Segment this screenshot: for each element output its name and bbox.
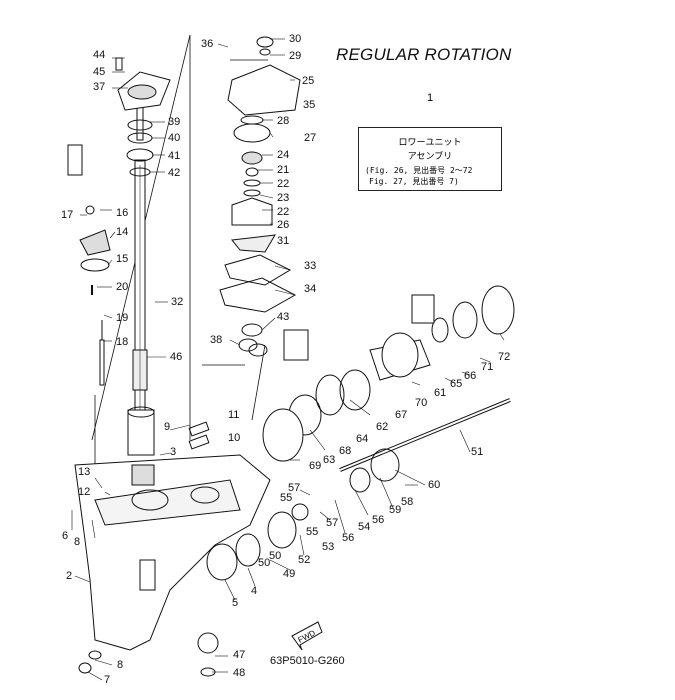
part-number: 35 [303,99,316,111]
water-pump [219,36,309,361]
part-number: 48 [233,667,246,679]
part-number: 18 [116,336,129,348]
shift-rod [67,144,111,386]
part-number: 50 [258,557,271,569]
part-number: 25 [302,75,315,87]
part-number: 22 [277,178,290,190]
part-number: 11 [228,409,240,421]
part-number: 26 [277,219,290,231]
part-number: 34 [304,283,317,295]
part-number: 21 [277,164,290,176]
part-number: 63 [323,454,336,466]
diagram-title: REGULAR ROTATION [336,45,512,64]
callout-box: ロワーユニット アセンブリ (Fig. 26, 見出番号 2～72 Fig. 2… [358,127,502,191]
part-number: 7 [104,674,111,686]
part-number: 20 [116,281,129,293]
part-number: 46 [170,351,183,363]
part-number: 32 [171,296,184,308]
part-number: 45 [93,66,106,78]
part-number: 2 [66,570,73,582]
part-number: 51 [471,446,484,458]
part-number: 39 [168,116,181,128]
part-number: 54 [358,521,371,533]
part-number: 6 [62,530,69,542]
part-number: 31 [277,235,290,247]
part-number: 40 [168,132,181,144]
part-number: 14 [116,226,129,238]
part-number: 15 [116,253,129,265]
part-number: 66 [464,370,477,382]
part-number: 38 [210,334,223,346]
part-number: 24 [277,149,290,161]
propeller-shaft [262,285,515,493]
part-number: 52 [298,554,311,566]
fwd-label: FWD [296,628,317,645]
part-number: 23 [277,192,290,204]
part-number: 67 [395,409,408,421]
part-number: 29 [289,50,302,62]
part-number: 41 [168,150,181,162]
part-number: 56 [342,532,355,544]
part-number: 68 [339,445,352,457]
part-number: 8 [117,659,124,671]
part-number: 69 [309,460,322,472]
part-number: 55 [306,526,319,538]
part-number: 10 [228,432,241,444]
part-number: 47 [233,649,246,661]
callout-line-1: ロワーユニット [398,138,462,148]
part-number: 42 [168,167,181,179]
part-number: 17 [61,209,74,221]
forward-gear [78,503,309,677]
part-number: 12 [78,486,91,498]
part-number: 50 [269,550,282,562]
part-number: 5 [232,597,239,609]
part-number: 49 [283,568,296,580]
part-number: 64 [356,433,369,445]
part-number: 16 [116,207,129,219]
part-number: 65 [450,378,463,390]
part-number: 22 [277,206,290,218]
callout-line-3: (Fig. 26, 見出番号 2～72 [365,166,473,175]
diagram-code: 63P5010-G260 [270,655,345,667]
callout-number: 1 [427,92,434,104]
part-number: 33 [304,260,317,272]
part-number: 30 [289,33,302,45]
part-number: 57 [326,517,339,529]
part-number: 27 [304,132,317,144]
gearcase-housing [74,406,271,651]
part-number: 62 [376,421,389,433]
part-number: 56 [372,514,385,526]
part-number: 28 [277,115,290,127]
bearing-housing [115,57,171,111]
part-number: 43 [277,311,290,323]
part-number: 60 [428,479,441,491]
part-number: 3 [170,446,177,458]
leader-lines [71,38,505,681]
part-number: 44 [93,49,106,61]
part-number: 19 [116,312,129,324]
callout-line-2: アセンブリ [407,152,453,162]
part-number: 70 [415,397,428,409]
part-number: 72 [498,351,511,363]
part-number: 58 [401,496,414,508]
fwd-arrow-icon [291,621,323,651]
part-number: 59 [389,504,402,516]
part-number: 9 [164,421,171,433]
part-number: 57 [288,482,301,494]
part-number: 61 [434,387,447,399]
part-number: 8 [74,536,81,548]
part-number: 55 [280,492,293,504]
part-number: 53 [322,541,335,553]
callout-line-4: Fig. 27, 見出番号 7) [369,177,459,186]
part-number: 36 [201,38,214,50]
part-number: 13 [78,466,91,478]
part-number: 71 [481,361,494,373]
part-number: 37 [93,81,106,93]
part-number: 4 [251,585,258,597]
